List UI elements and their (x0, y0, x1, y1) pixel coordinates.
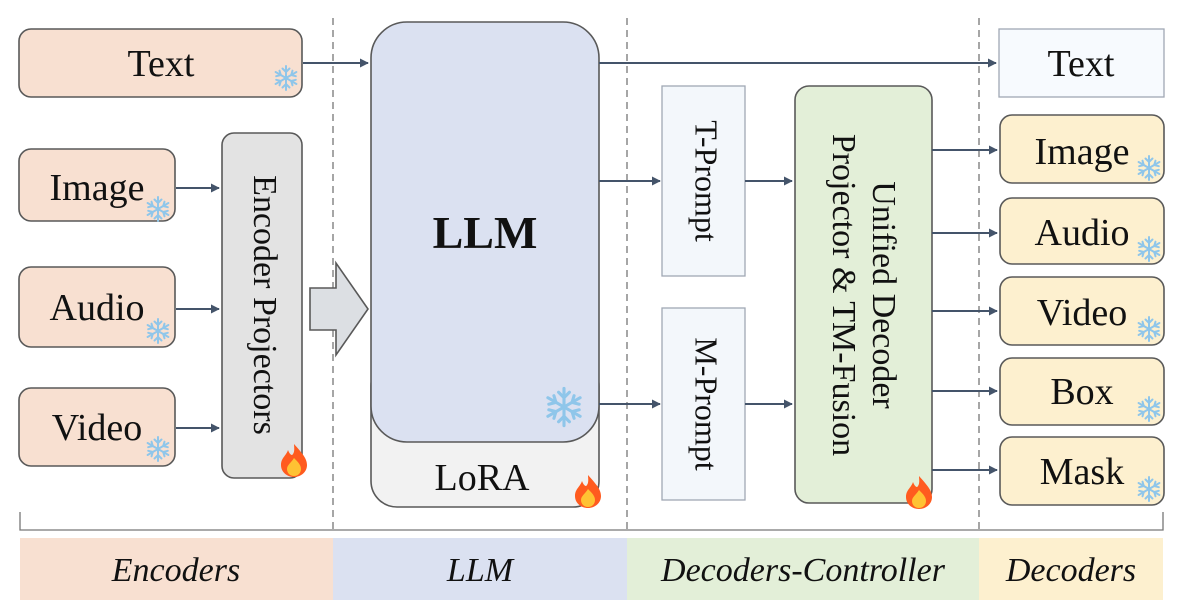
unified-label-line1: Unified Decoder (865, 181, 902, 409)
section-controller-label: Decoders-Controller (660, 552, 946, 589)
image-encoder: Image (18, 148, 176, 222)
llm-label: LLM (433, 207, 538, 258)
t-prompt: T-Prompt (661, 85, 746, 277)
encoder-arrows (176, 58, 369, 433)
section-decoders-bg (979, 538, 1163, 600)
section-bracket (19, 512, 1164, 531)
mask-decoder: Mask (999, 436, 1165, 506)
mask-decoder-label: Mask (1040, 451, 1124, 493)
audio-encoder: Audio (18, 266, 176, 348)
encoder-projectors: Encoder Projectors (221, 132, 307, 479)
video-encoder: Video (18, 387, 176, 467)
image-decoder: Image (999, 114, 1165, 184)
lora-label: LoRA (435, 457, 531, 499)
video-encoder-label: Video (52, 407, 143, 449)
llm-arrows (599, 58, 997, 409)
section-band: Encoders LLM Decoders-Controller Decoder… (20, 538, 1163, 600)
image-encoder-label: Image (50, 167, 145, 209)
audio-decoder-label: Audio (1035, 212, 1130, 254)
unified-label-line2: Projector & TM-Fusion (825, 134, 862, 456)
text-output: Text (998, 28, 1165, 98)
section-dividers (332, 18, 980, 530)
section-llm-bg (333, 538, 627, 600)
prompt-arrows (745, 176, 793, 409)
section-encoders-bg (20, 538, 333, 600)
section-controller-bg (627, 538, 979, 600)
video-decoder: Video (999, 276, 1165, 346)
text-encoder: Text (18, 28, 303, 98)
encoder-projectors-label: Encoder Projectors (246, 175, 283, 435)
text-output-label: Text (1048, 43, 1115, 85)
audio-encoder-label: Audio (50, 287, 145, 329)
video-decoder-label: Video (1037, 292, 1128, 334)
m-prompt-label: M-Prompt (689, 337, 725, 470)
box-decoder: Box (999, 357, 1165, 426)
audio-decoder: Audio (999, 197, 1165, 265)
decoder-arrows (932, 145, 998, 475)
llm-block: LLM LoRA (370, 21, 601, 508)
llm-box (370, 21, 600, 443)
projector-to-llm-arrow (309, 260, 369, 358)
text-encoder-label: Text (128, 43, 195, 85)
section-llm-label: LLM (446, 552, 515, 589)
image-decoder-label: Image (1035, 131, 1130, 173)
section-decoders-label: Decoders (1005, 552, 1136, 589)
m-prompt: M-Prompt (661, 307, 746, 501)
box-decoder-label: Box (1050, 371, 1113, 413)
section-encoders-label: Encoders (111, 552, 240, 589)
t-prompt-label: T-Prompt (689, 120, 725, 242)
unified-decoder-projector: Unified Decoder Projector & TM-Fusion (794, 85, 933, 509)
